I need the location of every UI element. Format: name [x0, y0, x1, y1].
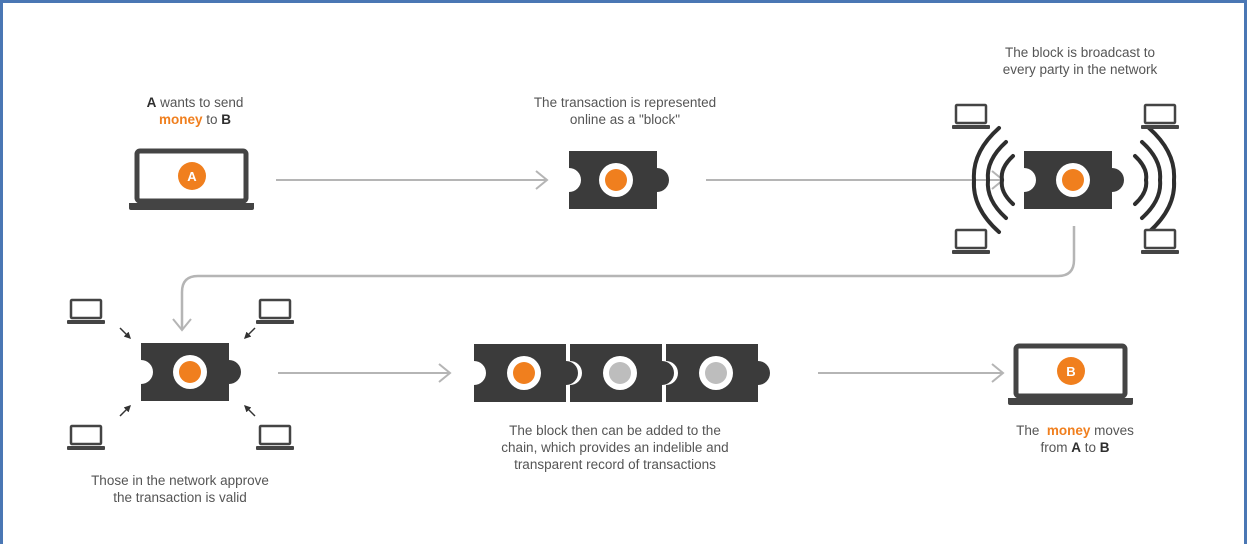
caption-represent: The transaction is represented online as… — [533, 95, 717, 127]
laptop-icon — [1141, 103, 1179, 129]
laptop-icon — [952, 228, 990, 254]
chain-block — [570, 344, 674, 402]
receiver-name: B — [221, 112, 232, 127]
laptop-icon — [256, 424, 294, 450]
arrow-icon — [119, 327, 131, 339]
chain-block-new — [474, 344, 578, 402]
laptop-icon — [67, 298, 105, 324]
blockchain-icon — [474, 344, 770, 402]
caption-send: A wants to send money to B — [146, 95, 244, 127]
sender-name: A — [1071, 440, 1081, 455]
arrow-icon — [244, 327, 256, 339]
laptop-icon — [1141, 228, 1179, 254]
receiver-name: B — [1099, 440, 1110, 455]
laptop-a-label: A — [187, 169, 197, 184]
laptop-icon — [952, 103, 990, 129]
sender-name: A — [146, 95, 157, 110]
arrow-icon — [244, 405, 256, 417]
approval-block-icon — [141, 343, 241, 401]
arrow-icon — [172, 226, 1076, 332]
block-icon — [569, 151, 669, 209]
validation-arrows — [119, 327, 256, 417]
laptop-icon — [67, 424, 105, 450]
network-laptops — [952, 103, 1179, 254]
caption-receive: The money moves from A to B — [1016, 423, 1134, 455]
laptop-b-icon: B — [1008, 343, 1133, 405]
caption-broadcast: The block is broadcast to every party in… — [1002, 45, 1158, 77]
validator-laptops — [67, 298, 294, 450]
money-highlight: money — [1046, 423, 1091, 438]
flow-arrows — [172, 170, 1076, 383]
laptop-icon — [256, 298, 294, 324]
chain-block — [666, 344, 770, 402]
arrow-icon — [119, 405, 131, 417]
laptop-b-label: B — [1066, 364, 1075, 379]
broadcast-waves-icon — [971, 126, 1177, 234]
broadcast-block-icon — [1024, 151, 1124, 209]
caption-approve: Those in the network approve the transac… — [91, 473, 269, 505]
caption-chain: The block then can be added to the chain… — [501, 423, 729, 472]
laptop-a-icon: A — [129, 148, 254, 210]
money-highlight: money — [158, 112, 203, 127]
